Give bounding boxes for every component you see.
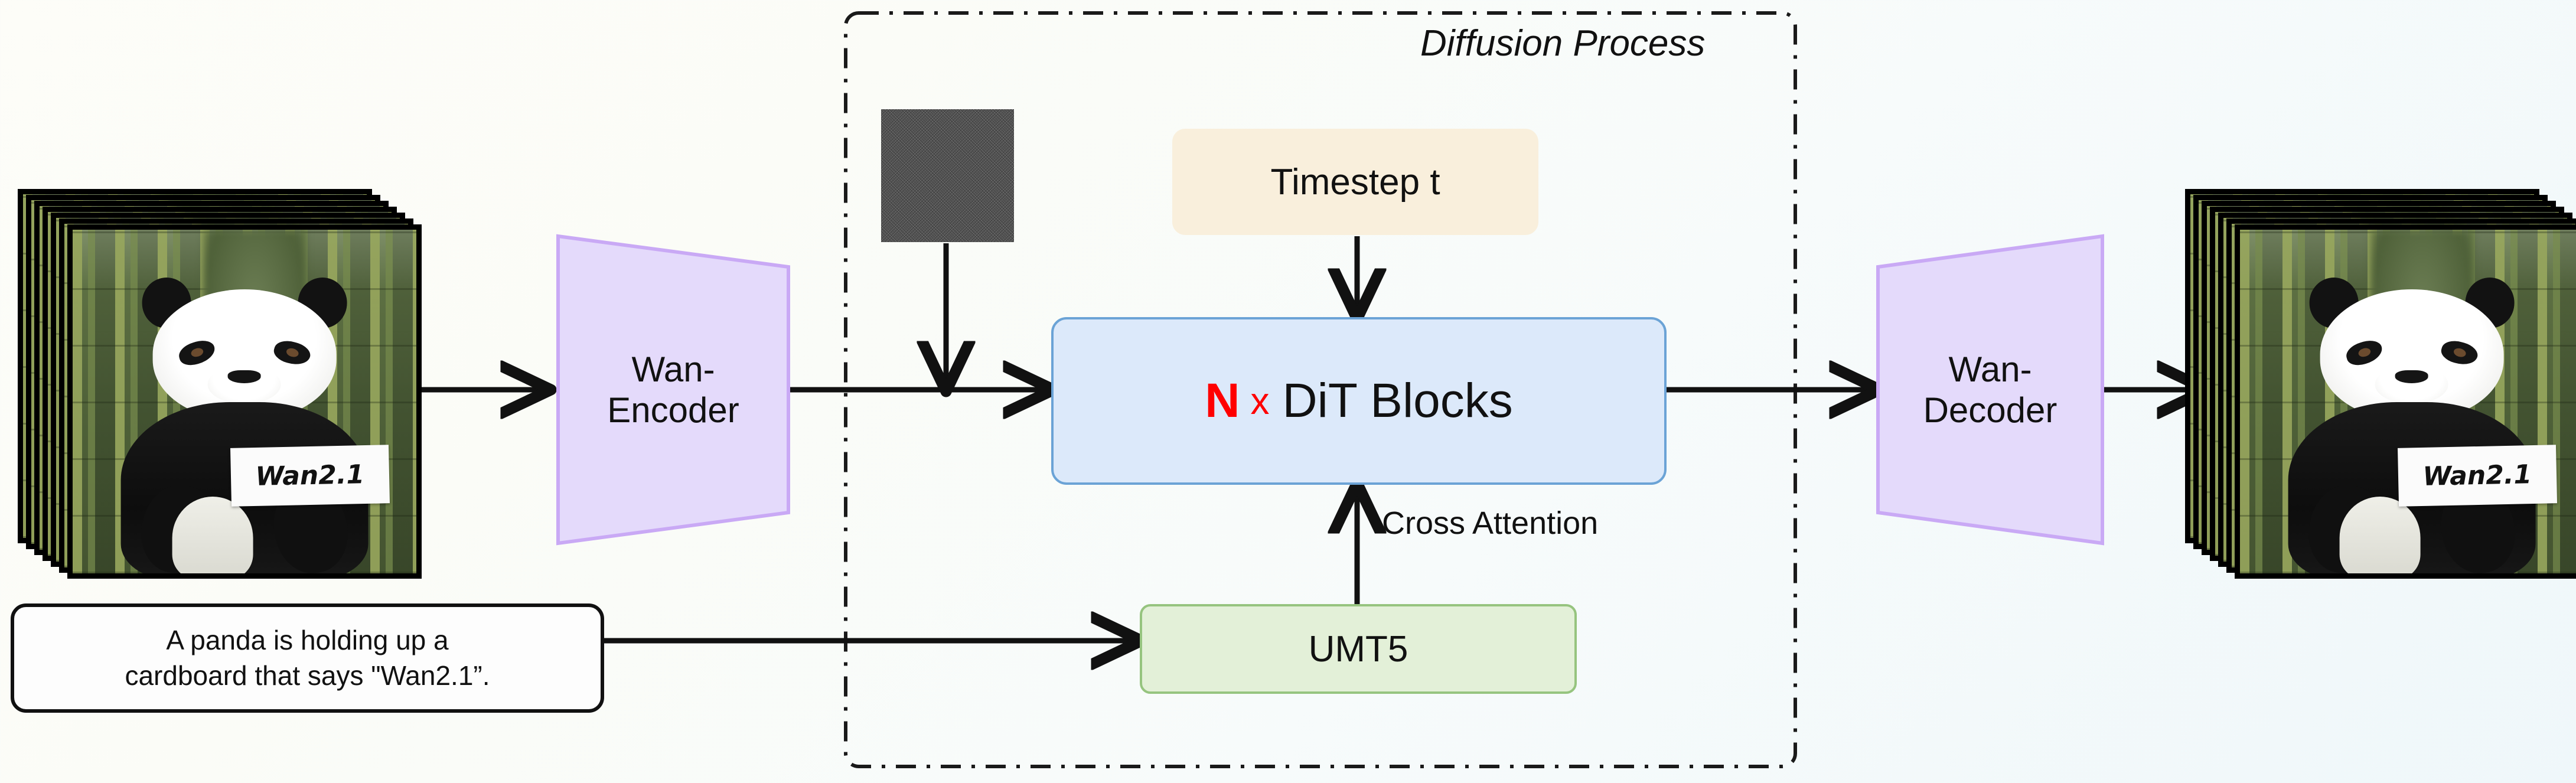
input-video-frames: Wan2.1 [18,189,425,579]
panda-illustration [120,278,369,573]
encoder-label-line2: Encoder [607,390,739,430]
decoder-label-line2: Decoder [1923,390,2057,430]
decoder-label-line1: Wan- [1948,350,2032,389]
prompt-textbox[interactable]: A panda is holding up a cardboard that s… [11,603,604,713]
diffusion-process-label: Diffusion Process [1420,23,1706,64]
prompt-line2: cardboard that says "Wan2.1”. [125,660,490,691]
umt5-label: UMT5 [1308,628,1408,670]
input-sign-text: Wan2.1 [255,459,365,492]
timestep-node[interactable]: Timestep t [1172,129,1538,235]
dit-n-multiplier: N [1205,374,1240,428]
umt5-node[interactable]: UMT5 [1140,604,1577,694]
dit-x-symbol: x [1250,380,1270,422]
input-frame-front: Wan2.1 [67,224,422,579]
prompt-line1: A panda is holding up a [166,624,449,655]
output-sign: Wan2.1 [2397,444,2557,507]
wan-encoder-node[interactable]: Wan- Encoder [576,272,771,508]
dit-blocks-label: DiT Blocks [1282,374,1513,428]
dit-blocks-node[interactable]: N x DiT Blocks [1051,317,1667,485]
panda-illustration-output [2288,278,2536,573]
wan-decoder-node[interactable]: Wan- Decoder [1896,272,2085,508]
output-video-frames: Wan2.1 [2185,189,2576,579]
input-sign: Wan2.1 [230,444,390,507]
gaussian-noise-patch [881,109,1014,242]
cross-attention-label: Cross Attention [1382,505,1599,541]
encoder-label-line1: Wan- [631,350,715,389]
output-sign-text: Wan2.1 [2422,459,2532,492]
timestep-label: Timestep t [1270,161,1440,203]
output-frame-front: Wan2.1 [2235,224,2576,579]
